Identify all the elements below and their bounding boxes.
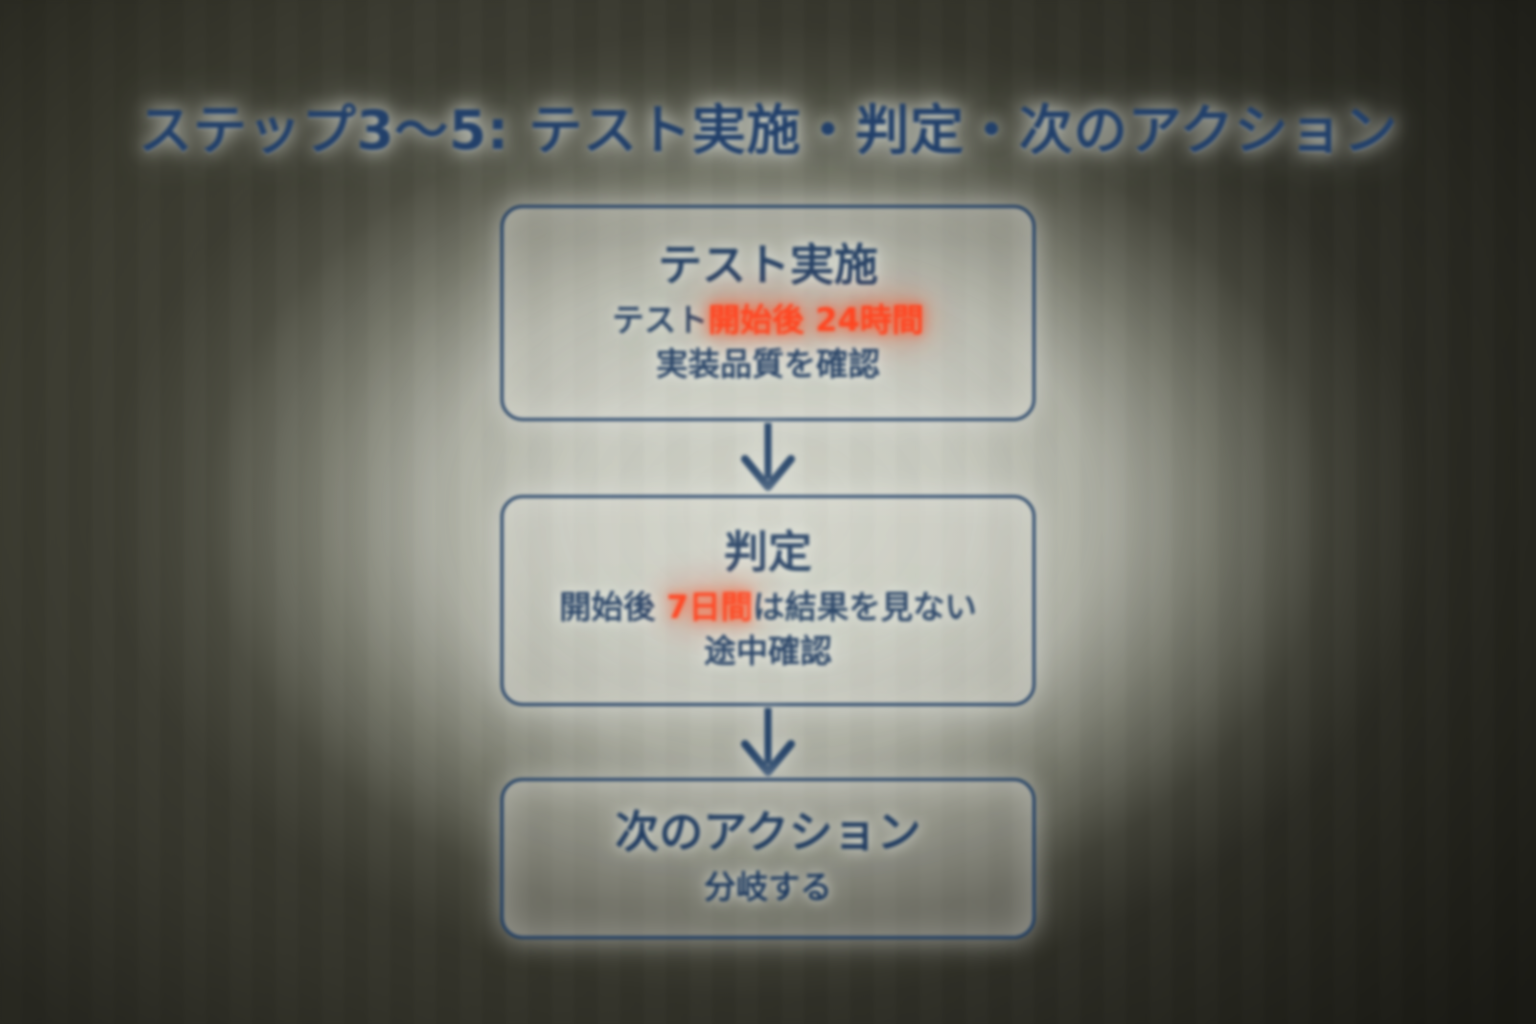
flow-node-test-line1: テスト開始後 24時間 — [612, 298, 924, 342]
arrow-down-icon-judge-to-action — [736, 706, 800, 780]
flow-node-action-line2: 分岐する — [703, 868, 832, 907]
flow-node-judge-line2: 途中確認 — [703, 632, 832, 671]
page-title: ステップ3〜5: テスト実施・判定・次のアクション — [138, 99, 1398, 162]
flow-node-judge-line1-prefix: 開始後 — [559, 588, 667, 627]
flow-node-judge[interactable]: 判定 開始後 7日間は結果を見ない 途中確認 — [500, 495, 1036, 706]
flow-node-judge-title: 判定 — [724, 527, 812, 579]
flow-node-test-title: テスト実施 — [658, 239, 878, 291]
flow-node-judge-line1-highlight: 7日間 — [666, 588, 753, 627]
flow-node-test[interactable]: テスト実施 テスト開始後 24時間 実装品質を確認 — [500, 205, 1036, 421]
flow-node-judge-line1: 開始後 7日間は結果を見ない — [559, 585, 976, 629]
flow-node-action-title: 次のアクション — [615, 807, 921, 859]
flow-node-test-line1-highlight: 開始後 24時間 — [708, 300, 924, 339]
flow-node-judge-line1-suffix: は結果を見ない — [752, 588, 977, 627]
arrow-down-icon-test-to-judge — [736, 421, 800, 495]
flow-node-action[interactable]: 次のアクション 分岐する — [500, 778, 1036, 939]
flow-node-test-line1-prefix: テスト — [612, 300, 709, 339]
flow-node-test-line2: 実装品質を確認 — [655, 344, 880, 383]
